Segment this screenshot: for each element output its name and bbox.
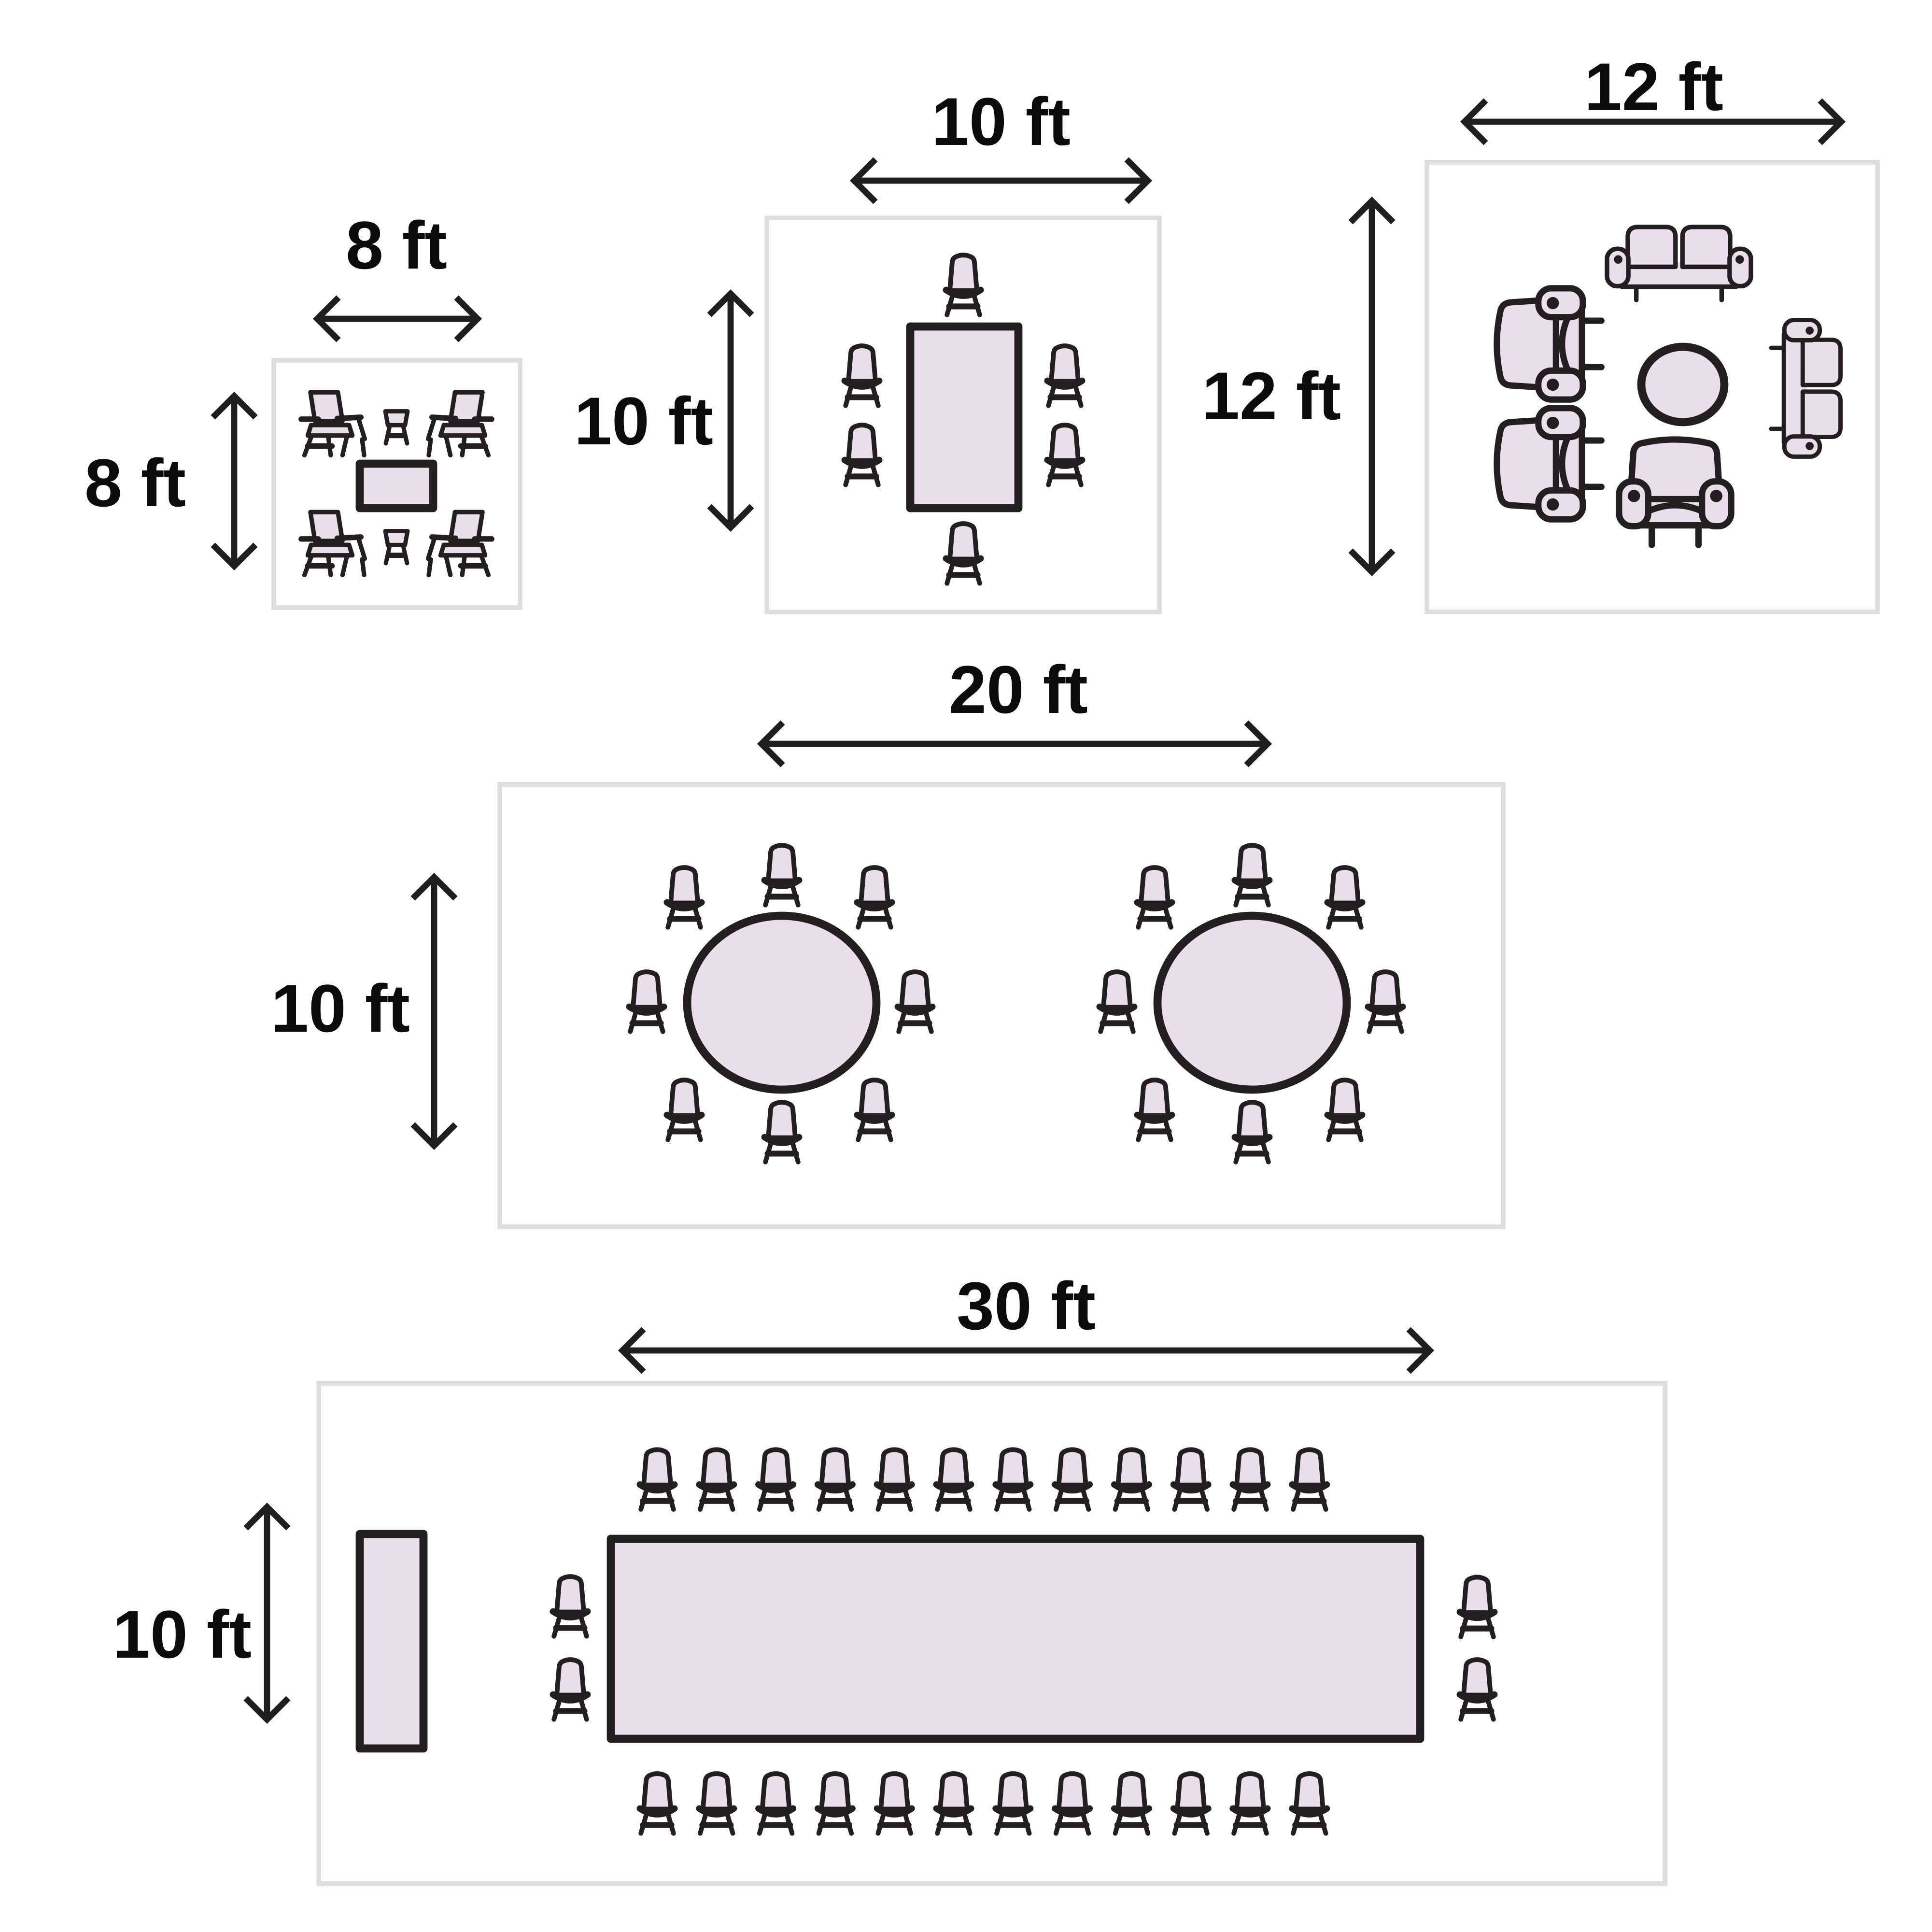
chair-icon [877,1774,912,1833]
chair-icon [1327,1080,1362,1140]
chair-icon [845,346,879,406]
chair-icon [1235,1102,1269,1162]
room-20x10-height-dimension: 10 ft [271,872,458,1151]
chair-icon [946,255,981,315]
width-arrow [312,295,482,342]
width-arrow [618,1327,1434,1374]
round-table-group [629,845,932,1162]
round-table [683,911,880,1094]
room-10x10: 10 ft 10 ft [574,84,1162,615]
room-12x12-width-dimension: 12 ft [1460,49,1846,145]
coffee-table [355,459,437,512]
chair-icon [1173,1774,1208,1833]
room-8x8-height-dimension: 8 ft [85,391,258,571]
room-30x10-width-dimension: 30 ft [618,1268,1434,1374]
room-10x10-height-dimension: 10 ft [574,289,754,532]
chair-icon [758,1774,793,1833]
chair-icon [667,1080,702,1140]
buffet-table [355,1530,427,1753]
room-12x12: 12 ft 12 ft [1202,49,1880,614]
width-label: 12 ft [1584,49,1723,125]
chair-icon [845,425,879,485]
chair-icon [877,1449,912,1509]
chair-icon [1055,1449,1089,1509]
chair-icon [936,1449,971,1509]
height-arrow [706,289,754,532]
chair-icon [699,1449,733,1509]
chair-icon [1047,425,1082,485]
chair-icon [818,1449,852,1509]
room-12x12-height-dimension: 12 ft [1202,196,1396,577]
chair-icon [946,524,981,583]
height-label: 12 ft [1202,358,1341,434]
chair-icon [667,867,702,927]
height-arrow [243,1502,291,1724]
chair-icon [1233,1774,1268,1833]
height-arrow [1348,196,1396,577]
chair-icon [640,1449,675,1509]
chair-icon [764,1102,799,1162]
chair-icon [995,1449,1030,1509]
chair-icon [1460,1577,1495,1637]
chair-icon [995,1774,1030,1833]
chair-icon [764,845,799,905]
dining-table [906,322,1022,512]
width-label: 10 ft [931,84,1071,159]
room-10x10-width-dimension: 10 ft [849,84,1152,204]
chair-icon [936,1774,971,1833]
width-label: 20 ft [949,652,1088,727]
room-30x10: 30 ft 10 ft [113,1268,1667,1886]
chair-icon [1047,346,1082,406]
height-label: 10 ft [113,1596,252,1672]
chair-icon [898,972,932,1032]
chair-icon [1235,845,1269,905]
chair-icon [553,1577,588,1636]
chair-icon [818,1774,852,1833]
room-20x10: 20 ft 10 ft [271,652,1506,1229]
chair-icon [1292,1774,1326,1833]
width-label: 30 ft [957,1268,1096,1344]
chair-icon [1100,972,1134,1032]
banquet-table [606,1534,1424,1743]
width-arrow [1460,98,1846,145]
chair-icon [1055,1774,1089,1833]
chair-icon [1292,1449,1326,1509]
room-8x8: 8 ft 8 ft [85,207,522,610]
round-table [1153,911,1351,1094]
chair-icon [1460,1660,1495,1719]
chair-icon [640,1774,675,1833]
chair-icon [758,1449,793,1509]
width-arrow [757,720,1272,767]
chair-icon [629,972,664,1032]
round-coffee-table [1637,342,1728,426]
height-label: 10 ft [271,970,410,1046]
chair-icon [1173,1449,1208,1509]
room-30x10-height-dimension: 10 ft [113,1502,291,1724]
chair-icon [1114,1774,1149,1833]
chair-icon [1137,1080,1172,1140]
room-8x8-width-dimension: 8 ft [312,207,482,342]
round-table-group [1100,845,1403,1162]
chair-icon [553,1660,588,1719]
chair-icon [857,1080,892,1140]
height-label: 8 ft [85,445,186,521]
chair-icon [857,867,892,927]
height-arrow [410,872,458,1151]
chair-icon [1233,1449,1268,1509]
chair-icon [699,1774,733,1833]
chair-icon [1114,1449,1149,1509]
height-label: 10 ft [574,383,713,459]
room-20x10-width-dimension: 20 ft [757,652,1272,767]
width-arrow [849,157,1152,204]
height-arrow [210,391,258,571]
chair-icon [1368,972,1403,1032]
width-label: 8 ft [346,207,447,283]
chair-icon [1327,867,1362,927]
chair-icon [1137,867,1172,927]
